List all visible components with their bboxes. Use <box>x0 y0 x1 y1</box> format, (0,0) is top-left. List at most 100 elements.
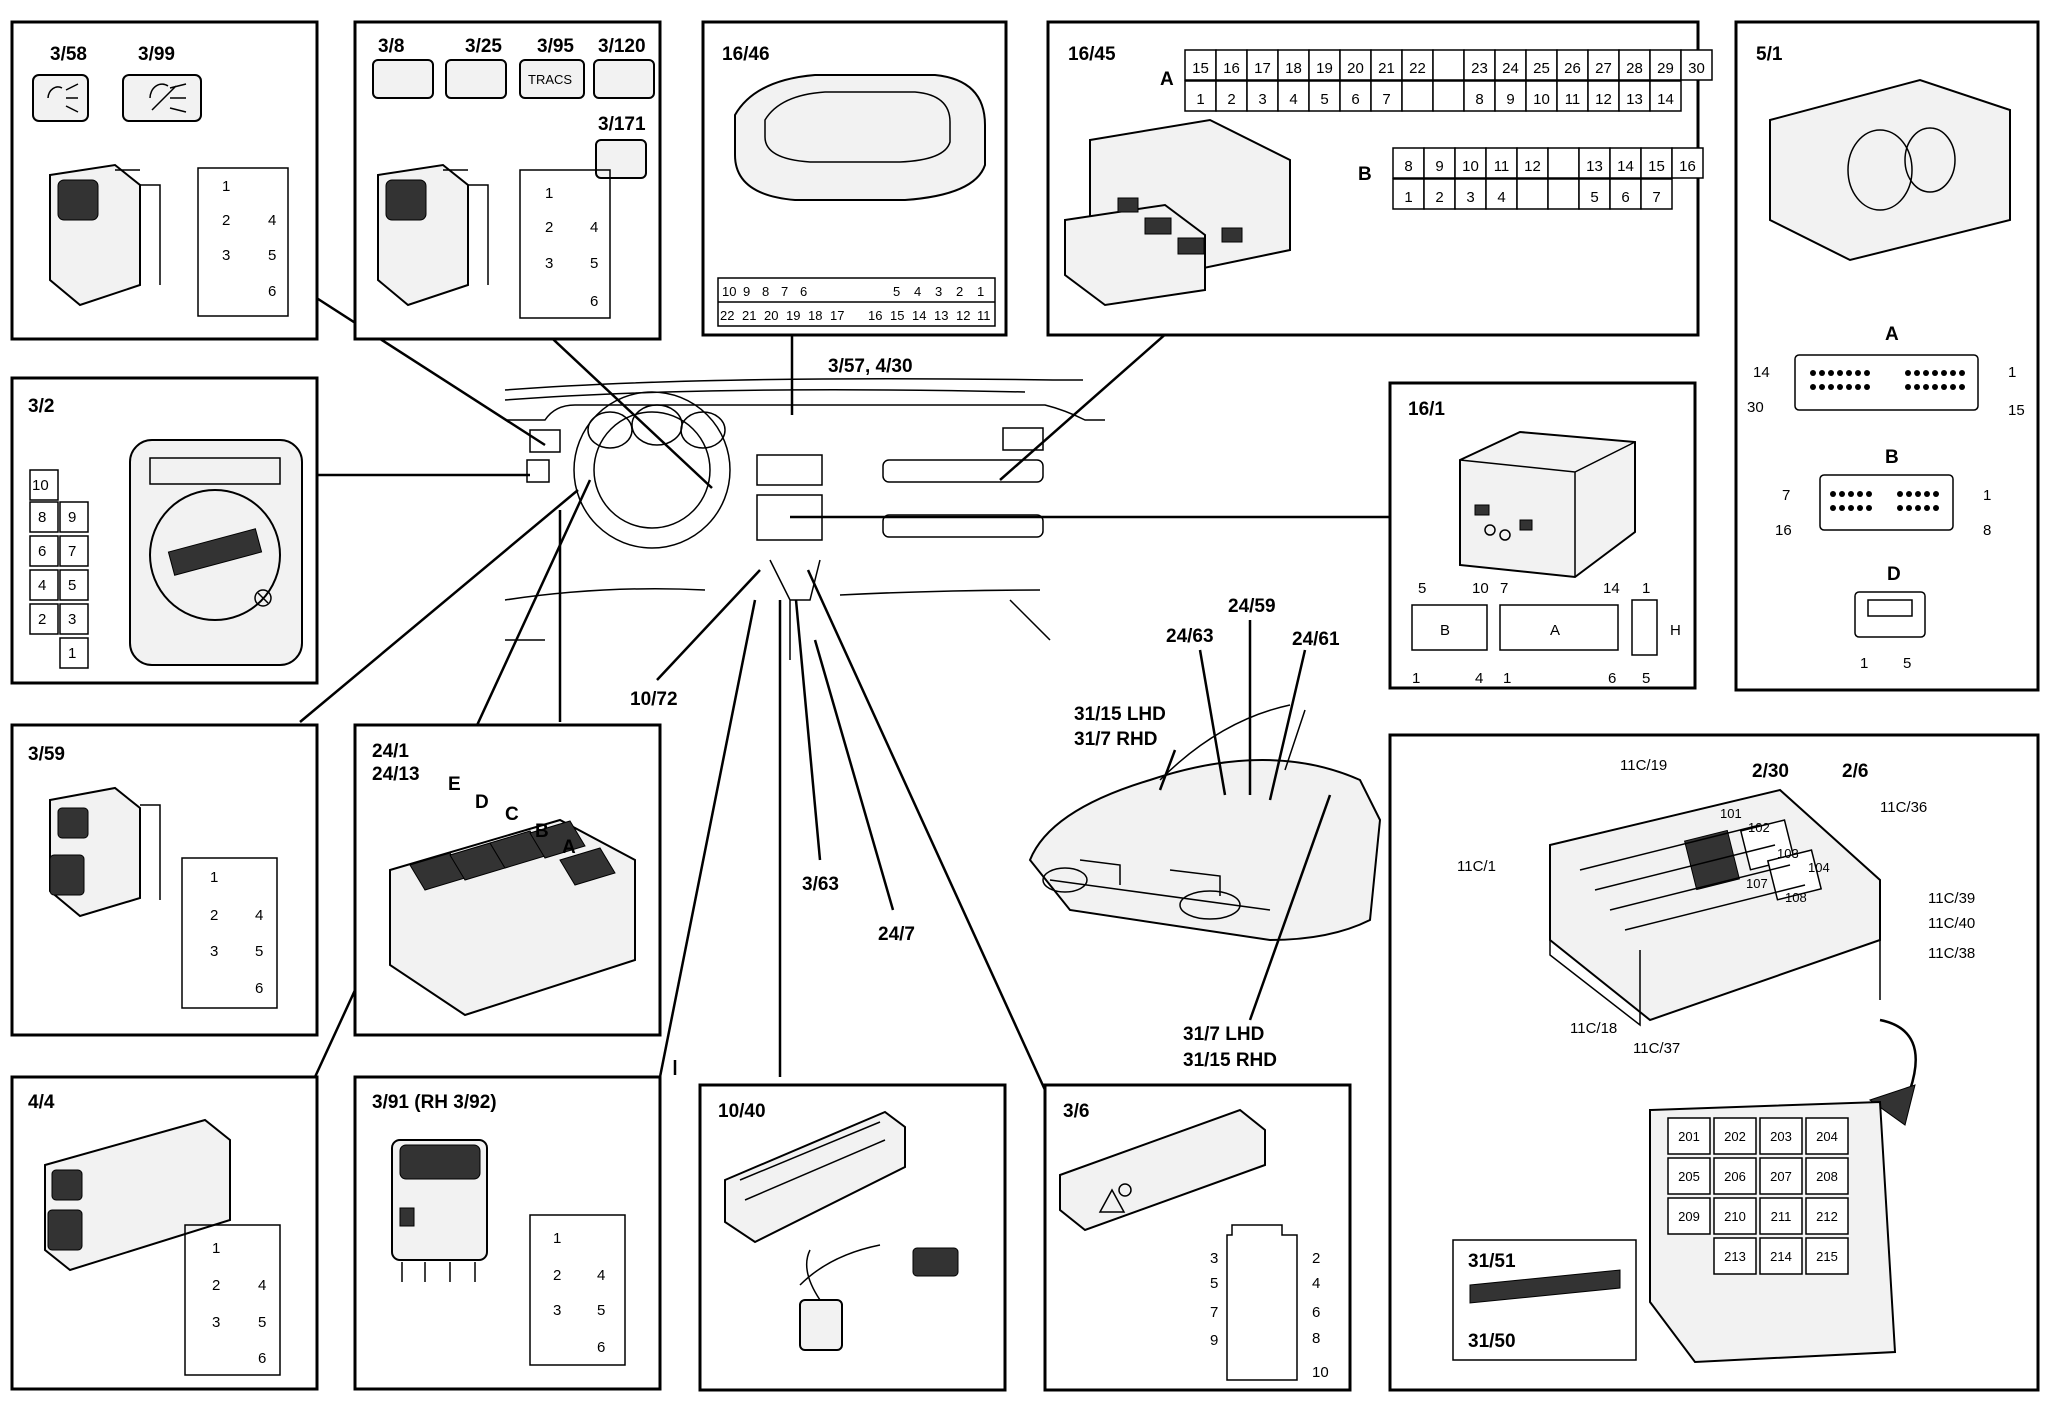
pin-dot <box>1932 370 1938 376</box>
relay-block-drawing <box>389 818 636 1017</box>
svg-text:10: 10 <box>1472 580 1489 597</box>
pin-cell <box>1339 80 1372 112</box>
pin-number: 4 <box>1497 189 1505 206</box>
svg-text:11C/37: 11C/37 <box>1633 1040 1680 1057</box>
pin-cell <box>1649 49 1682 81</box>
fuse-slot <box>1713 1117 1757 1155</box>
pin-dot <box>1810 370 1816 376</box>
pin-cell <box>1432 49 1465 81</box>
pin-dot <box>1857 505 1863 511</box>
pin-cell <box>1392 147 1425 179</box>
pin-number: 9 <box>1506 91 1514 108</box>
pin-dot <box>1897 505 1903 511</box>
pin-cell <box>1246 80 1279 112</box>
pin-cell <box>1680 49 1713 81</box>
label-24-7: 24/7 <box>878 924 915 945</box>
pin-number: 22 <box>1409 60 1426 77</box>
pin-number: 4 <box>1289 91 1297 108</box>
relay-101: 101 <box>1720 806 1742 821</box>
svg-text:3/8: 3/8 <box>378 36 404 57</box>
svg-text:11C/36: 11C/36 <box>1880 799 1927 816</box>
svg-text:6: 6 <box>1608 670 1616 687</box>
pin-dot <box>1848 505 1854 511</box>
pin-dot <box>1906 505 1912 511</box>
pin-number: 13 <box>1626 91 1643 108</box>
svg-text:31/50: 31/50 <box>1468 1331 1516 1352</box>
svg-text:5: 5 <box>268 247 276 264</box>
pin-number: 7 <box>1382 91 1390 108</box>
pin-number: 19 <box>1316 60 1333 77</box>
pin-number: 8 <box>1404 158 1412 175</box>
panel-code: 3/58 <box>50 44 87 65</box>
svg-text:16/1: 16/1 <box>1408 399 1445 420</box>
pin-dot <box>1950 384 1956 390</box>
svg-text:22: 22 <box>720 308 734 323</box>
svg-text:2: 2 <box>545 219 553 236</box>
svg-text:8: 8 <box>1312 1330 1320 1347</box>
connector-a-label: A <box>1550 622 1560 639</box>
dashboard-drawing <box>504 378 1105 660</box>
pin-dot <box>1897 491 1903 497</box>
pin-number: 18 <box>1285 60 1302 77</box>
svg-text:1: 1 <box>553 1230 561 1247</box>
svg-text:6: 6 <box>258 1350 266 1367</box>
pin-layout: 1 2 4 3 5 6 <box>184 1224 281 1376</box>
svg-text:2/30: 2/30 <box>1752 761 1789 782</box>
control-module-drawing <box>1064 118 1291 307</box>
pin-dot <box>1932 384 1938 390</box>
pin-cell <box>1184 80 1217 112</box>
panel-3-58: 3/58 3/99 1 2 4 3 5 6 <box>10 20 319 341</box>
svg-text:5: 5 <box>1418 580 1426 597</box>
label-24-59: 24/59 <box>1228 596 1276 617</box>
switch-drawing <box>44 1118 231 1272</box>
pin-cell <box>1516 178 1549 210</box>
svg-text:5/1: 5/1 <box>1756 44 1783 65</box>
pin-cell <box>1401 49 1434 81</box>
pin-dot <box>1914 384 1920 390</box>
svg-text:1: 1 <box>212 1240 220 1257</box>
pin-number: 3 <box>1466 189 1474 206</box>
pin-dot <box>1819 384 1825 390</box>
fuse-number: 204 <box>1816 1129 1838 1144</box>
svg-text:7: 7 <box>781 284 788 299</box>
seat-symbol-icon <box>595 139 647 179</box>
overhead-console-drawing <box>734 74 986 201</box>
pin-dot <box>1933 505 1939 511</box>
pin-number: 13 <box>1586 158 1603 175</box>
pin-cell <box>1547 178 1580 210</box>
pin-cell <box>1640 147 1673 179</box>
pin-dot <box>1924 491 1930 497</box>
fuse-slot <box>1759 1157 1803 1195</box>
pin-dot <box>1839 505 1845 511</box>
fuse-number: 202 <box>1724 1129 1746 1144</box>
svg-text:3/25: 3/25 <box>465 36 502 57</box>
svg-text:11: 11 <box>977 308 991 323</box>
pin-cell <box>1547 147 1580 179</box>
pin-number: 6 <box>1351 91 1359 108</box>
pin-dot <box>1941 370 1947 376</box>
pin-cell <box>1618 80 1651 112</box>
pin-cell <box>1516 147 1549 179</box>
pin-dot <box>1830 505 1836 511</box>
pin-dot <box>1923 384 1929 390</box>
svg-text:17: 17 <box>830 308 844 323</box>
svg-text:4: 4 <box>38 577 46 594</box>
fuse-number: 205 <box>1678 1169 1700 1184</box>
pin-cell <box>1370 80 1403 112</box>
pin-number: 29 <box>1657 60 1674 77</box>
pin-cell <box>1339 49 1372 81</box>
pin-cell <box>1423 178 1456 210</box>
svg-text:2: 2 <box>1312 1250 1320 1267</box>
fuse-slot <box>1667 1197 1711 1235</box>
connector-b-label: B <box>1440 622 1450 639</box>
fuse-slot <box>1713 1237 1757 1275</box>
pin-cell <box>1671 147 1704 179</box>
pin-dot <box>1855 384 1861 390</box>
svg-text:21: 21 <box>742 308 756 323</box>
pin-cell <box>1246 49 1279 81</box>
pin-dot <box>1846 384 1852 390</box>
svg-text:11C/19: 11C/19 <box>1620 757 1667 774</box>
pin-dot <box>1819 370 1825 376</box>
pin-number: 7 <box>1652 189 1660 206</box>
